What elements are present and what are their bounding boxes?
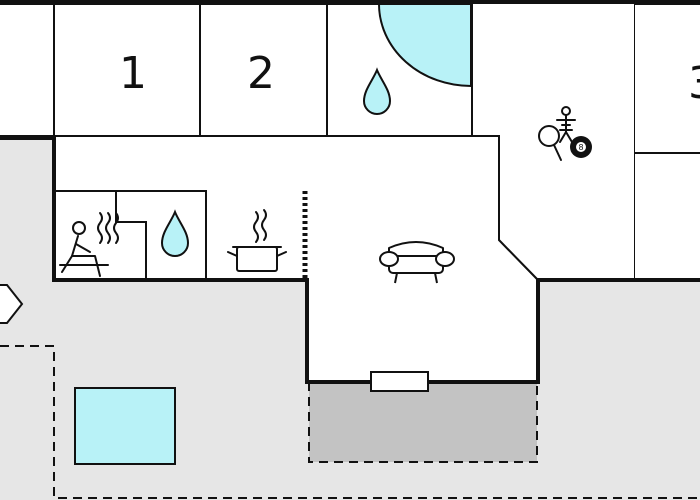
cooking-pot-icon — [227, 209, 287, 272]
svg-text:8: 8 — [578, 143, 583, 152]
room-number-2: 2 — [247, 48, 275, 99]
sofa-icon — [379, 241, 455, 284]
room-right-partial — [633, 152, 700, 280]
room-left-partial — [0, 3, 55, 137]
bedroom-1 — [53, 3, 201, 137]
room-number-3: 3 — [688, 58, 700, 109]
outdoor-lounger — [0, 284, 24, 324]
dashed-boundary-left — [0, 345, 700, 499]
exterior-wall — [0, 136, 700, 384]
quarter-circle-shower-icon — [377, 3, 472, 88]
sauna-person-icon — [59, 212, 119, 277]
sauna-inner-wall — [115, 191, 147, 280]
water-drop-icon — [362, 67, 392, 115]
pool — [74, 387, 176, 465]
room-number-1: 1 — [119, 48, 147, 99]
water-drop-icon — [160, 209, 190, 257]
dashed-terrace-outline — [308, 382, 538, 463]
terrace-door — [370, 371, 429, 392]
terrace — [309, 382, 537, 462]
table-tennis-foosball-billiard-icon: 8 — [538, 106, 592, 161]
